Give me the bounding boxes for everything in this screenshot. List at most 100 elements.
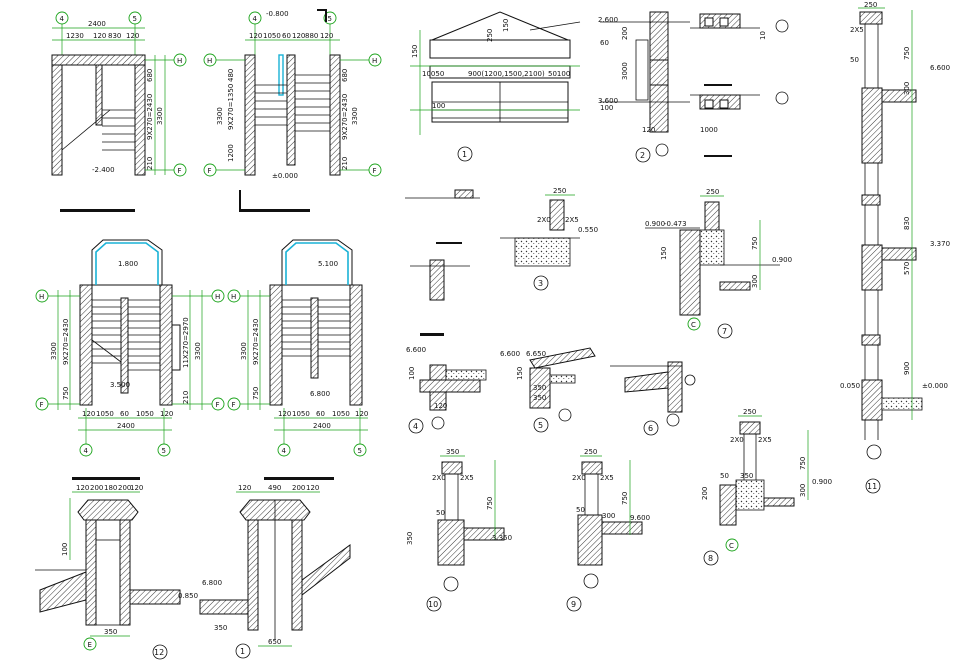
elevation-text: 3.500 bbox=[110, 381, 130, 389]
dimension-text: 120 bbox=[82, 410, 95, 418]
dimension-text: 2400 bbox=[117, 422, 135, 430]
stair-plan-basement: 4 5 2400 1230 120 830 120 H F 680 9X270=… bbox=[51, 11, 187, 212]
dimension-text: 200 bbox=[118, 484, 131, 492]
dimension-text: 10050 bbox=[422, 70, 444, 78]
dimension-text: 830 bbox=[903, 217, 911, 230]
grid-label: 5 bbox=[162, 447, 166, 455]
window-detail-2: 2.600 3.600 3000 200 60 100 120 10 1000 … bbox=[598, 11, 789, 163]
dimension-text: 60 bbox=[600, 39, 609, 47]
wall-detail-10: 350 2X0 2X5 750 50 350 3.350 10 bbox=[406, 448, 512, 612]
elevation-text: 6.600 bbox=[930, 64, 950, 72]
dimension-text: 650 bbox=[268, 638, 281, 646]
grid-bubble bbox=[128, 11, 142, 25]
grid-label: 4 bbox=[282, 447, 287, 455]
dimension-text: 9X270=2430 bbox=[62, 319, 70, 365]
elevation-text: 3.600 bbox=[598, 97, 618, 105]
dimension-text: 1050 bbox=[96, 410, 114, 418]
dimension-text: 680 bbox=[146, 69, 154, 82]
dimension-text: 1050 bbox=[136, 410, 154, 418]
grid-label: 4 bbox=[84, 447, 89, 455]
dimension-text: 250 bbox=[584, 448, 597, 456]
grid-label: H bbox=[372, 57, 377, 65]
dimension-text: 350 bbox=[740, 472, 753, 480]
elevation-text: 6.800 bbox=[310, 390, 330, 398]
dimension-text: 750 bbox=[799, 457, 807, 470]
dimension-text: 120 bbox=[126, 32, 139, 40]
dimension-text: 250 bbox=[743, 408, 756, 416]
grid-label: H bbox=[231, 293, 236, 301]
dimension-text: 3300 bbox=[216, 107, 224, 125]
dimension-text: 120 bbox=[249, 32, 262, 40]
dimension-text: 490 bbox=[268, 484, 281, 492]
dimension-text: 250 bbox=[486, 29, 494, 42]
detail-callout bbox=[152, 644, 168, 660]
dimension-text: 750 bbox=[252, 387, 260, 400]
detail-number: 8 bbox=[708, 554, 713, 563]
dimension-text: 50100 bbox=[548, 70, 570, 78]
dimension-text: 300 bbox=[799, 484, 807, 497]
eave-detail-5: 6.600 6.650 350 150 350 5 bbox=[500, 347, 596, 433]
dimension-text: 900 bbox=[903, 362, 911, 375]
dimension-text: 250 bbox=[864, 1, 877, 9]
detail-number: 2 bbox=[640, 151, 645, 160]
elevation-text: 5.100 bbox=[318, 260, 338, 268]
dimension-text: 2400 bbox=[313, 422, 331, 430]
grid-label: H bbox=[39, 293, 44, 301]
dimension-text: 3300 bbox=[240, 342, 248, 360]
dimension-text: 350 bbox=[533, 394, 546, 402]
elevation-text: 2.600 bbox=[598, 16, 618, 24]
dimension-text: 120 bbox=[76, 484, 89, 492]
grid-label: F bbox=[373, 167, 377, 175]
grid-label: C bbox=[691, 321, 696, 329]
dimension-text: 1050 bbox=[332, 410, 350, 418]
dimension-text: 3300 bbox=[194, 342, 202, 360]
grid-label: E bbox=[88, 641, 92, 649]
dimension-text: 210 bbox=[341, 157, 349, 170]
elevation-text: 3.350 bbox=[492, 534, 512, 542]
dimension-text: 120 bbox=[278, 410, 291, 418]
elevation-text: 0.900 bbox=[812, 478, 832, 486]
dimension-text: 120 bbox=[292, 32, 305, 40]
dimension-text: 350 bbox=[104, 628, 117, 636]
dimension-text: 120 bbox=[642, 126, 655, 134]
elevation-text: -2.400 bbox=[92, 166, 115, 174]
wall-section-11: 250 2X5 750 50 6.600 3.370 570 300 830 9… bbox=[840, 1, 950, 494]
dimension-text: 750 bbox=[62, 387, 70, 400]
elevation-text: 1.800 bbox=[118, 260, 138, 268]
dimension-text: 120 bbox=[320, 32, 333, 40]
dimension-text: 3300 bbox=[156, 107, 164, 125]
dimension-text: 750 bbox=[903, 47, 911, 60]
dimension-text: 120 bbox=[434, 402, 447, 410]
dimension-text: 1000 bbox=[700, 126, 718, 134]
grid-label: F bbox=[216, 401, 220, 409]
dimension-text: 120 bbox=[93, 32, 106, 40]
dimension-text: 570 bbox=[903, 262, 911, 275]
dimension-text: 120 bbox=[160, 410, 173, 418]
dimension-text: 3300 bbox=[351, 107, 359, 125]
dimension-text: 200 bbox=[90, 484, 103, 492]
elevation-text: 3.370 bbox=[930, 240, 950, 248]
dimension-text: 50 bbox=[850, 56, 859, 64]
dimension-text: 2X5 bbox=[460, 474, 474, 482]
elevation-text: 0.900 bbox=[772, 256, 792, 264]
grid-label: C bbox=[729, 542, 734, 550]
dimension-text: 60 bbox=[316, 410, 325, 418]
grid-label: 5 bbox=[133, 15, 137, 23]
dimension-text: 200 bbox=[621, 27, 629, 40]
dimension-text: 150 bbox=[660, 247, 668, 260]
dimension-text: 2X0 bbox=[537, 216, 551, 224]
grid-label: F bbox=[178, 167, 182, 175]
grid-label: F bbox=[40, 401, 44, 409]
dimension-text: 250 bbox=[553, 187, 566, 195]
parapet-detail-3: 250 2X0 2X5 0.550 3 bbox=[405, 187, 598, 301]
elevation-text: 0.900 bbox=[645, 220, 665, 228]
dimension-text: 50 bbox=[720, 472, 729, 480]
dimension-text: 3000 bbox=[621, 62, 629, 80]
dimension-text: 50 bbox=[436, 509, 445, 517]
dimension-text: 2X5 bbox=[600, 474, 614, 482]
dimension-text: 100 bbox=[61, 543, 69, 556]
elevation-text: 6.600 bbox=[406, 346, 426, 354]
window-detail-1: 900(1200,1500,2100) 10050 50100 150 100 … bbox=[410, 11, 581, 162]
detail-number: 11 bbox=[867, 482, 877, 491]
elevation-text: 9.600 bbox=[630, 514, 650, 522]
